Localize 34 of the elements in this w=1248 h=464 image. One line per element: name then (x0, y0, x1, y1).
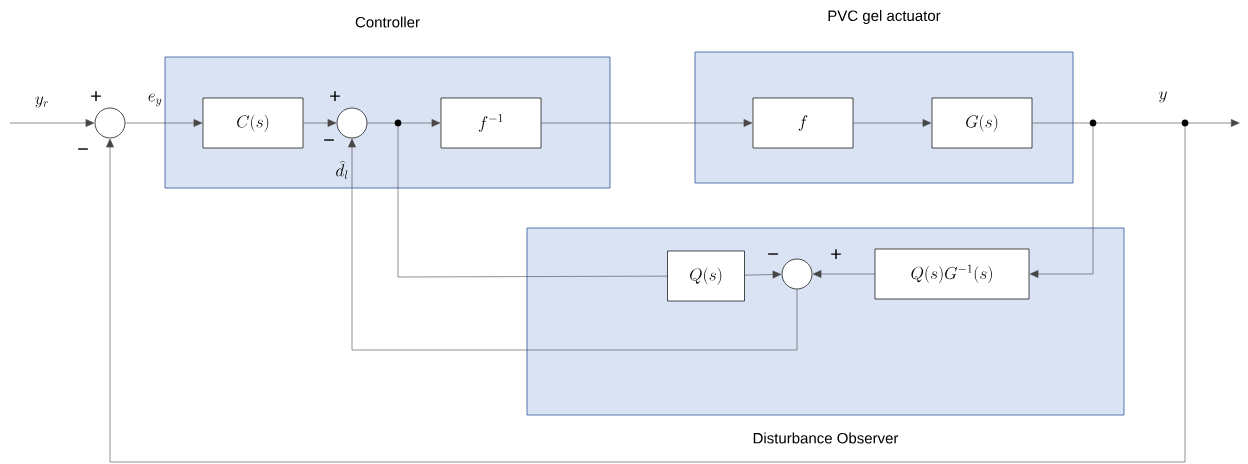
signal-arrow (401, 119, 441, 127)
group-title: Controller (355, 16, 420, 28)
sign-label: + (330, 91, 340, 101)
signal-arrow (1188, 119, 1240, 127)
signal-arrow (1029, 126, 1094, 278)
signal-arrow (744, 270, 782, 279)
block-box: $f^{-1}$ (440, 97, 542, 149)
block-box: $G(s)$ (931, 97, 1033, 149)
sign-label: + (831, 249, 841, 259)
signal-arrow (106, 126, 1186, 463)
group-title: PVC gel actuator (828, 10, 941, 24)
signal-arrow (541, 119, 753, 127)
signal-label: $y_r$ (35, 96, 49, 108)
sign-label: − (768, 253, 778, 255)
summing-junction (94, 107, 126, 139)
block-box: $Q(s)G^{-1}(s)$ (874, 248, 1030, 300)
block-box: $Q(s)$ (667, 250, 745, 302)
block-box: $C(s)$ (202, 97, 304, 149)
group-title: Disturbance Observer (753, 432, 899, 444)
signal-label: $e_y$ (148, 93, 162, 107)
sign-label: + (91, 91, 101, 101)
signal-arrow (348, 138, 798, 351)
sign-label: − (78, 148, 88, 150)
signal-arrow (303, 119, 337, 127)
signal-arrow (853, 119, 932, 127)
signal-arrow (125, 119, 203, 127)
signal-arrow (9, 119, 95, 127)
summing-junction (781, 258, 813, 290)
block-box: $f$ (752, 97, 854, 149)
signal-label: $\widehat{d}_l$ (336, 161, 348, 179)
signal-label: $y$ (1159, 91, 1167, 103)
sign-label: − (324, 139, 334, 141)
summing-junction (336, 107, 368, 139)
signal-arrow (812, 270, 875, 278)
